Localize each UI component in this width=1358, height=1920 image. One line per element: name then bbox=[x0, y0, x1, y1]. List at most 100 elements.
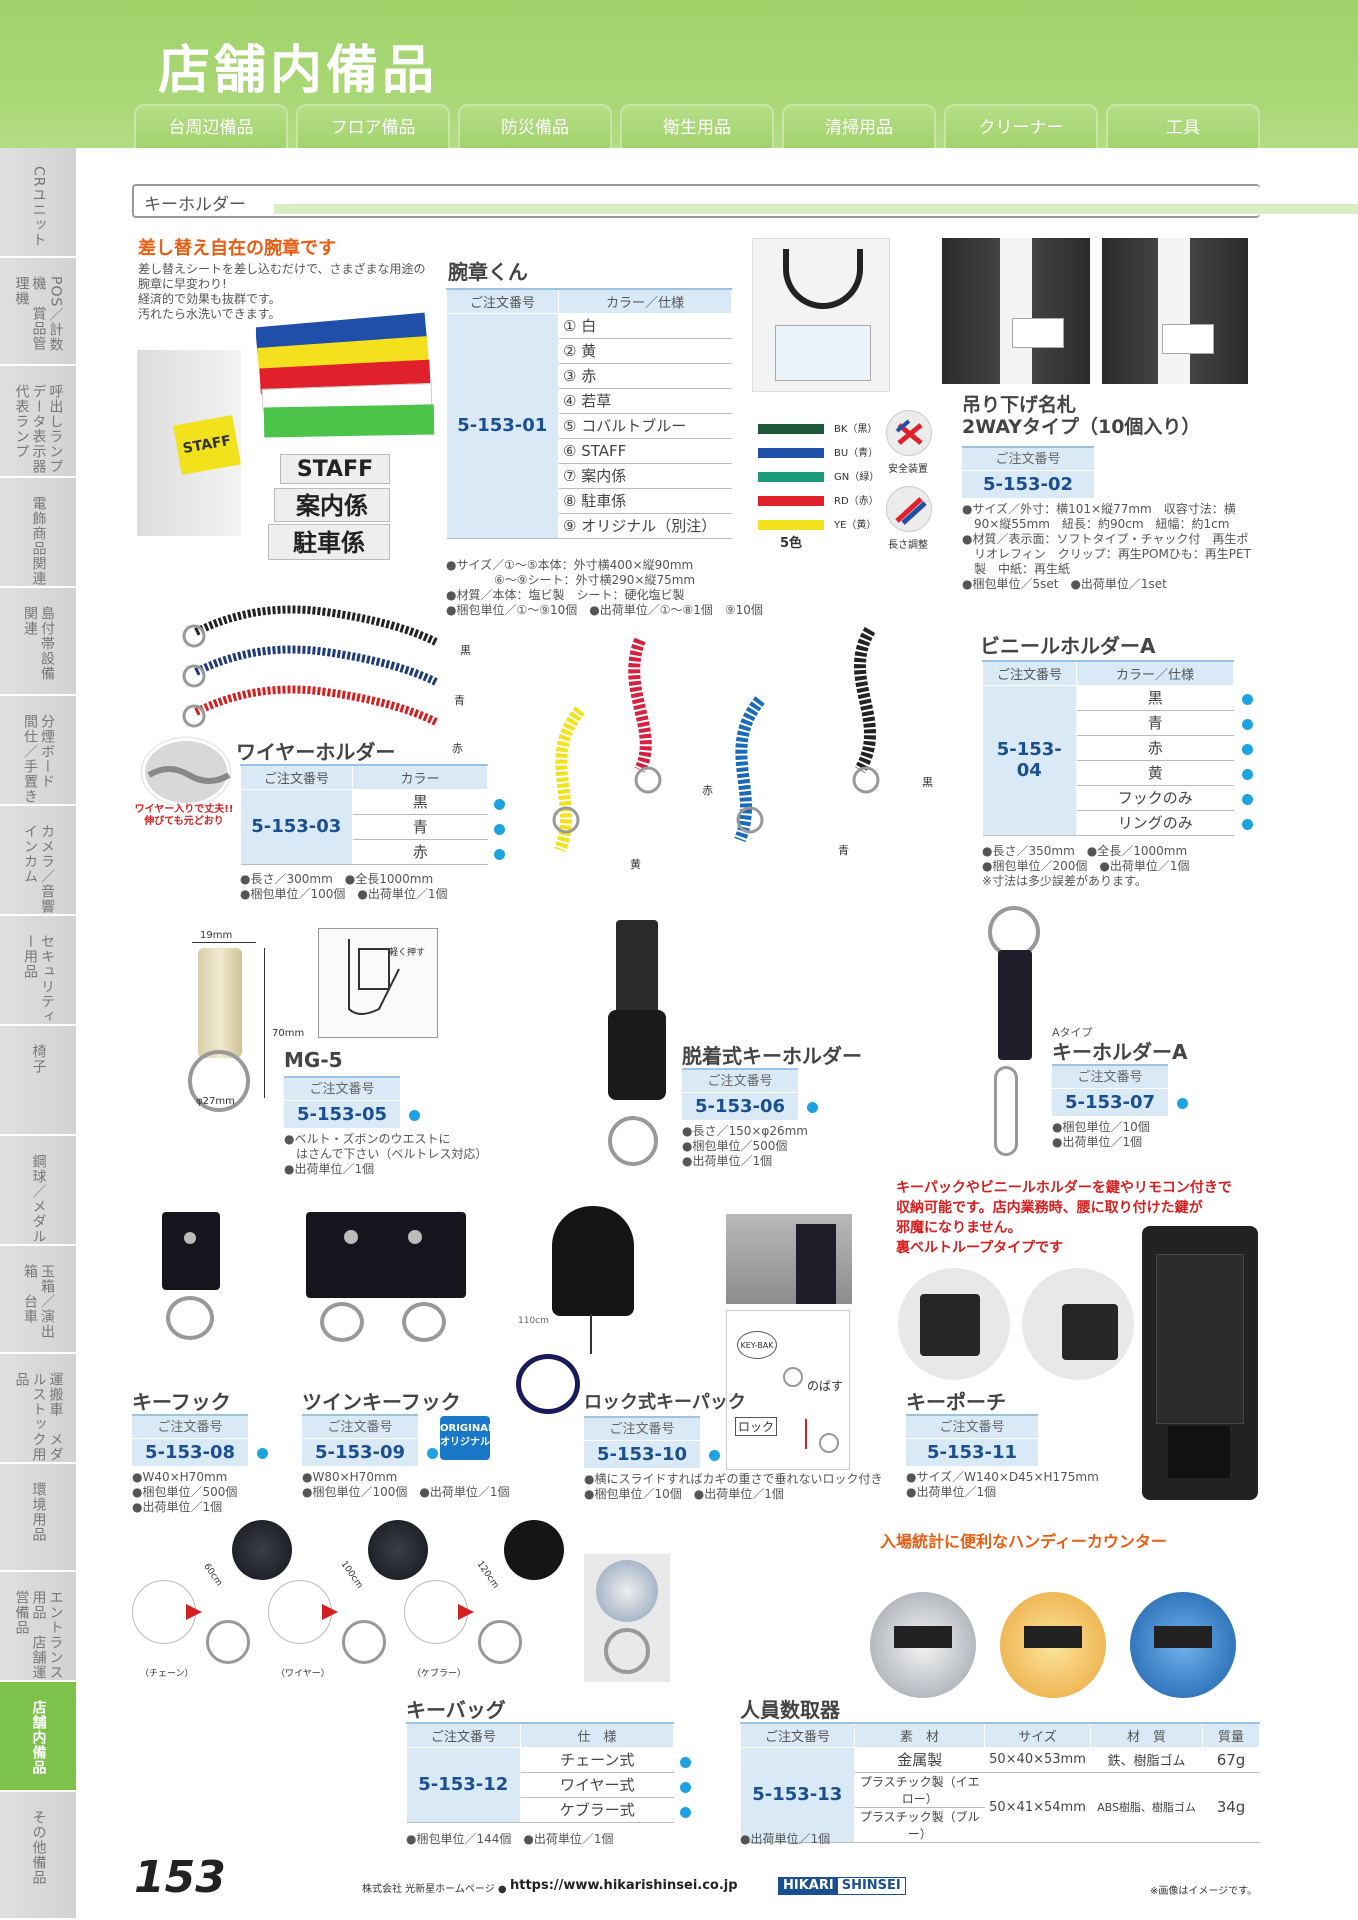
col-weight: 質量 bbox=[1202, 1722, 1260, 1748]
wire-holder-title: ワイヤーホルダー bbox=[236, 740, 396, 764]
key-holder-a-note: ●梱包単位／10個 bbox=[1052, 1120, 1150, 1134]
key-hook-note: ●梱包単位／500個 bbox=[132, 1485, 238, 1499]
detach-holder-title: 脱着式キーホルダー bbox=[682, 1044, 862, 1068]
ring bbox=[608, 1116, 658, 1166]
spec-cell: ⑨ オリジナル（別注） bbox=[558, 513, 732, 539]
spec-cell: フックのみ bbox=[1076, 785, 1234, 811]
option-dot bbox=[1242, 719, 1253, 730]
order-code: 5-153-11 bbox=[906, 1438, 1038, 1466]
catch-line: 収納可能です。店内業務時、腰に取り付けた鍵が bbox=[896, 1200, 1203, 1216]
disclaimer: ※画像はイメージです。 bbox=[1150, 1886, 1258, 1897]
sidebar-item-9[interactable]: 椅子 bbox=[0, 1026, 76, 1136]
sidebar-item-16[interactable]: その他備品 bbox=[0, 1792, 76, 1920]
col-spec: 仕 様 bbox=[520, 1722, 674, 1748]
sidebar-item-3[interactable]: 呼出しランプ データ表示器 代表ランプ bbox=[0, 366, 76, 489]
reel-item: 120cm（ケブラー） bbox=[400, 1520, 564, 1680]
sidebar-item-7[interactable]: カメラ／音響 インカム bbox=[0, 806, 76, 929]
sidebar-item-label: エントランス用品 店舗運営備品 bbox=[13, 1590, 64, 1680]
sidebar-item-8[interactable]: セキュリティー用品 bbox=[0, 916, 76, 1026]
ring bbox=[206, 1620, 250, 1664]
page-title: 店舗内備品 bbox=[158, 41, 439, 101]
reel-body bbox=[368, 1520, 428, 1580]
sidebar-item-label: その他備品 bbox=[30, 1810, 47, 1885]
red-arrow bbox=[186, 1604, 202, 1620]
vinyl-note: ※寸法は多少誤差があります。 bbox=[982, 874, 1147, 888]
sidebar-item-6[interactable]: 分煙ボード 間仕／手置き bbox=[0, 696, 76, 806]
vinyl-note: ●梱包単位／200個 ●出荷単位／1個 bbox=[982, 859, 1190, 873]
color-code: GN（緑） bbox=[834, 472, 880, 483]
armband-note: ●サイズ／①～⑤本体：外寸横400×縦90mm bbox=[446, 558, 694, 572]
vinyl-photo-label: 黄 bbox=[630, 858, 641, 871]
sidebar-item-2[interactable]: POS／計数機 賞品管理機 bbox=[0, 258, 76, 366]
extend-label: のばす bbox=[807, 1379, 844, 1393]
col-code: ご注文番号 bbox=[982, 660, 1077, 686]
sidebar-item-4[interactable]: 電飾商品関連 bbox=[0, 478, 76, 588]
tab-3[interactable]: 防災備品 bbox=[458, 104, 612, 148]
leather bbox=[306, 1212, 466, 1298]
option-dot bbox=[709, 1450, 720, 1461]
tab-6[interactable]: クリーナー bbox=[944, 104, 1098, 148]
catch-line: 裏ベルトループタイプです bbox=[896, 1240, 1064, 1256]
armband-note: ⑥～⑨シート：外寸横290×縦75mm bbox=[446, 573, 696, 587]
sidebar-item-11[interactable]: 玉箱／演出箱 台車 bbox=[0, 1246, 76, 1354]
reel-length: 60cm bbox=[201, 1561, 224, 1589]
section-bar-underline bbox=[274, 204, 1358, 214]
strap bbox=[998, 950, 1032, 1060]
tab-1[interactable]: 台周辺備品 bbox=[134, 104, 288, 148]
sidebar-item-10[interactable]: 鋼球／メダル bbox=[0, 1136, 76, 1246]
vinyl-holder-photo bbox=[520, 620, 960, 870]
key-hook-photo bbox=[158, 1212, 224, 1344]
col-size: サイズ bbox=[984, 1722, 1091, 1748]
safety-label: 安全装置 bbox=[888, 464, 928, 475]
sidebar-item-14[interactable]: エントランス用品 店舗運営備品 bbox=[0, 1572, 76, 1682]
wire-callout: ワイヤー入りで丈夫!! 伸びても元どおり bbox=[134, 804, 234, 828]
key-hook-note: ●W40×H70mm bbox=[132, 1470, 228, 1484]
sidebar-item-1[interactable]: CRユニット bbox=[0, 148, 76, 258]
sidebar-item-label: セキュリティー用品 bbox=[22, 934, 55, 1024]
sheet-parking: 駐車係 bbox=[268, 524, 390, 560]
sidebar-item-15[interactable]: 店舗内備品 bbox=[0, 1682, 76, 1792]
tab-4[interactable]: 衛生用品 bbox=[620, 104, 774, 148]
order-code: 5-153-03 bbox=[240, 789, 353, 865]
armband-color-bands bbox=[256, 310, 436, 440]
name-tag-photo bbox=[752, 238, 890, 392]
color-swatch bbox=[758, 448, 824, 458]
color-cell: 黒 bbox=[352, 789, 488, 815]
counter-note: ●出荷単位／1個 bbox=[740, 1832, 831, 1846]
sidebar-item-13[interactable]: 環境用品 bbox=[0, 1464, 76, 1572]
col-code: ご注文番号 bbox=[682, 1068, 798, 1092]
option-dot bbox=[494, 799, 505, 810]
tab-7[interactable]: 工具 bbox=[1106, 104, 1260, 148]
sketch-label: 軽く押す bbox=[389, 948, 426, 958]
detach-note: ●長さ／150×φ26mm bbox=[682, 1124, 808, 1138]
ring bbox=[166, 1296, 214, 1340]
sidebar-item-label: 環境用品 bbox=[30, 1482, 47, 1542]
pouch bbox=[1062, 1304, 1118, 1360]
armband-desc-line: 腕章に早変わり! bbox=[138, 277, 227, 291]
option-dot bbox=[1177, 1098, 1188, 1109]
order-code: 5-153-07 bbox=[1052, 1088, 1168, 1116]
sheet-guide: 案内係 bbox=[274, 488, 390, 522]
name-tag-note: ●梱包単位／5set ●出荷単位／1set bbox=[962, 577, 1167, 591]
key-pouch-note: ●出荷単位／1個 bbox=[906, 1485, 997, 1499]
name-tag-note: ●サイズ／外寸：横101×縦77mm 収容寸法：横 bbox=[962, 502, 1236, 516]
spec-cell: ワイヤー式 bbox=[520, 1772, 674, 1798]
key-hook-title: キーフック bbox=[132, 1390, 231, 1414]
mg5-title: MG-5 bbox=[284, 1048, 343, 1072]
vinyl-photo-label: 黒 bbox=[922, 776, 933, 789]
armband-note: ●梱包単位／①～⑨10個 ●出荷単位／①～⑧1個 ⑨10個 bbox=[446, 603, 763, 617]
sidebar-item-5[interactable]: 島付帯設備関連 bbox=[0, 588, 76, 696]
tab-2[interactable]: フロア備品 bbox=[296, 104, 450, 148]
spec-cell: 赤 bbox=[1076, 735, 1234, 761]
sidebar-item-12[interactable]: 運搬車 メダルストック用品 bbox=[0, 1354, 76, 1464]
order-code: 5-153-12 bbox=[406, 1747, 521, 1823]
col-material: 素 材 bbox=[854, 1722, 985, 1748]
spec-cell: ケブラー式 bbox=[520, 1797, 674, 1823]
company-url[interactable]: https://www.hikarishinsei.co.jp bbox=[510, 1878, 738, 1893]
tab-5[interactable]: 清掃用品 bbox=[782, 104, 936, 148]
sidebar-item-label: 運搬車 メダルストック用品 bbox=[13, 1372, 64, 1462]
name-tag-title-2: 2WAYタイプ（10個入り） bbox=[962, 416, 1201, 438]
page-number: 153 bbox=[134, 1852, 226, 1903]
